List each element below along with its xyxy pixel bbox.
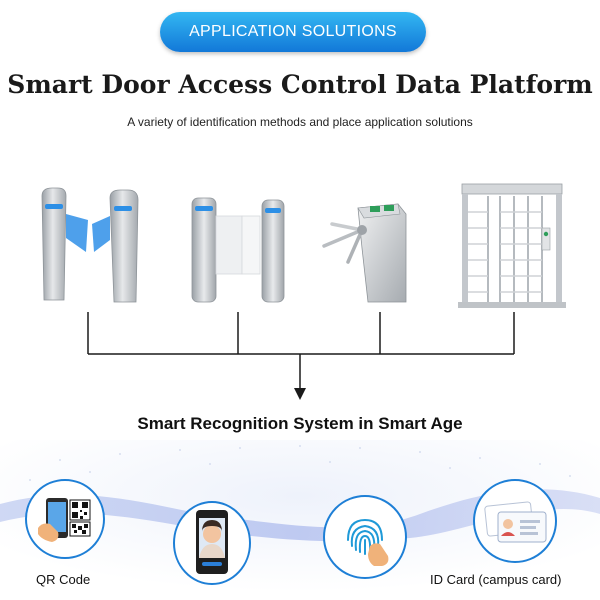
application-solutions-badge: APPLICATION SOLUTIONS (160, 12, 426, 52)
arrow-down-icon (294, 388, 306, 400)
system-title: Smart Recognition System in Smart Age (137, 414, 463, 433)
tripod-turnstile-icon (322, 203, 407, 303)
connector-lines (87, 312, 515, 400)
id-card-icon (473, 479, 557, 563)
swing-barrier-icon (191, 197, 285, 303)
face-recognition-icon (173, 501, 251, 585)
flap-barrier-icon (41, 187, 139, 303)
page-title: Smart Door Access Control Data Platform (7, 70, 593, 99)
page-subtitle: A variety of identification methods and … (127, 115, 473, 129)
full-height-turnstile-icon (458, 183, 566, 308)
qr-code-label: QR Code (36, 572, 91, 587)
id-card-label: ID Card (campus card) (430, 572, 562, 587)
qr-code-phone-icon (25, 479, 105, 559)
fingerprint-icon (323, 495, 407, 579)
